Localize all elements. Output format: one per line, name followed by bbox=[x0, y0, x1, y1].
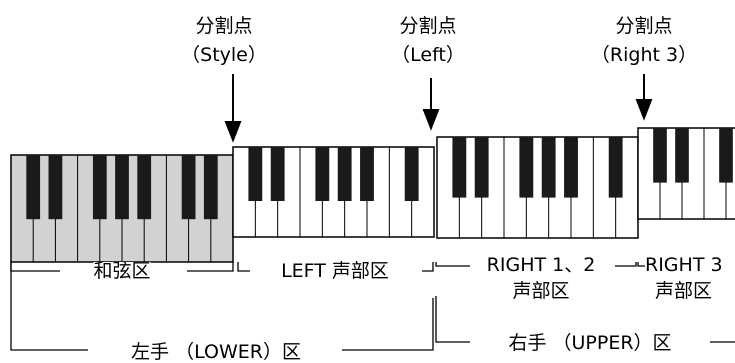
right12-keyboard-body bbox=[436, 136, 639, 239]
black-key bbox=[203, 155, 218, 220]
left-keyboard-body bbox=[232, 146, 435, 238]
black-key bbox=[92, 155, 107, 220]
black-key bbox=[452, 137, 467, 198]
bracket-chord-zone bbox=[10, 262, 60, 272]
zone-upper-label: 右手 （UPPER）区 bbox=[508, 332, 672, 354]
split-point-right3-sub: （Right 3） bbox=[590, 44, 698, 66]
black-key bbox=[115, 155, 129, 220]
zone-brackets bbox=[10, 262, 735, 351]
black-key bbox=[404, 147, 419, 201]
bracket-left-part bbox=[237, 262, 250, 272]
black-key bbox=[564, 137, 578, 198]
split-point-right3-title: 分割点 bbox=[615, 15, 673, 37]
zone-chord-label: 和弦区 bbox=[93, 260, 151, 282]
split-point-left-sub: （Left） bbox=[391, 44, 465, 66]
bracket-chord-zone-right bbox=[187, 262, 234, 272]
zone-right12-label-line2: 声部区 bbox=[512, 280, 570, 302]
black-key bbox=[608, 137, 623, 198]
black-key bbox=[181, 155, 196, 220]
split-point-arrows bbox=[224, 74, 653, 143]
black-key bbox=[675, 128, 689, 183]
chord-keyboard bbox=[10, 154, 234, 263]
black-key bbox=[270, 147, 285, 201]
bracket-right12-right bbox=[615, 262, 637, 267]
split-arrowhead-right3 bbox=[635, 99, 653, 121]
bracket-right12-left bbox=[435, 262, 470, 267]
black-key bbox=[360, 147, 374, 201]
bracket-lower-zone bbox=[10, 262, 88, 351]
right12-keyboard bbox=[436, 136, 639, 239]
keyboard-sections bbox=[10, 127, 735, 263]
left-keyboard bbox=[232, 146, 435, 238]
black-key bbox=[474, 137, 489, 198]
black-key bbox=[653, 128, 667, 183]
bracket-left-part-right bbox=[422, 262, 434, 272]
black-key bbox=[719, 128, 733, 183]
zone-left-part-label: LEFT 声部区 bbox=[281, 260, 389, 282]
bracket-right3-left bbox=[637, 262, 645, 267]
black-key bbox=[337, 147, 352, 201]
bracket-lower-zone-right bbox=[342, 298, 434, 351]
black-key bbox=[248, 147, 263, 201]
black-key bbox=[519, 137, 534, 198]
zone-right3-label-line2: 声部区 bbox=[655, 280, 713, 302]
split-point-left-title: 分割点 bbox=[399, 15, 457, 37]
split-point-style-title: 分割点 bbox=[195, 15, 253, 37]
zone-right12-label-line1: RIGHT 1、2 bbox=[486, 254, 596, 276]
black-key bbox=[137, 155, 152, 220]
split-arrowhead-style bbox=[224, 121, 242, 143]
zone-right3-label-line1: RIGHT 3 bbox=[645, 254, 723, 276]
split-arrowhead-left bbox=[422, 109, 440, 131]
bracket-upper-zone bbox=[435, 296, 470, 343]
black-key bbox=[541, 137, 556, 198]
split-point-style-sub: （Style） bbox=[181, 44, 267, 66]
right3-keyboard bbox=[637, 127, 735, 220]
black-key bbox=[26, 155, 41, 220]
black-key bbox=[48, 155, 63, 220]
zone-lower-label: 左手 （LOWER）区 bbox=[131, 341, 301, 363]
black-key bbox=[315, 147, 330, 201]
